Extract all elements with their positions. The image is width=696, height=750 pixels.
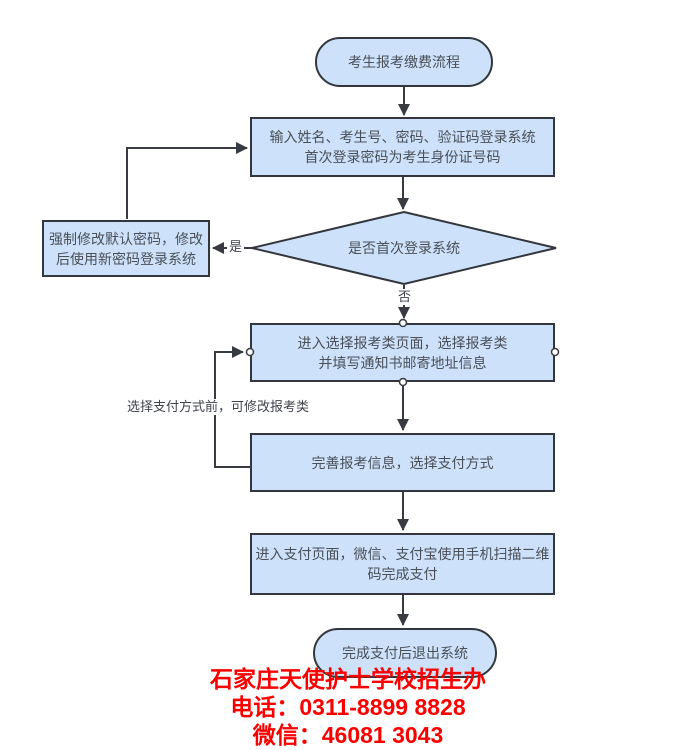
- select-category-line2: 并填写通知书邮寄地址信息: [318, 354, 487, 371]
- connection-point-right: [550, 347, 560, 357]
- payment-node: 进入支付页面，微信、支付宝使用手机扫描二维 码完成支付: [250, 533, 555, 595]
- connection-point-left: [245, 347, 255, 357]
- force-password-node: 强制修改默认密码，修改 后使用新密码登录系统: [42, 220, 210, 277]
- footer-wechat: 微信：46081 3043: [252, 722, 444, 748]
- login-node-line2: 首次登录密码为考生身份证号码: [304, 149, 501, 165]
- start-node: 考生报考缴费流程: [315, 37, 493, 87]
- modify-hint-label: 选择支付方式前，可修改报考类: [96, 399, 340, 415]
- footer-phone: 电话：0311-8899 8828: [230, 694, 466, 720]
- start-node-label: 考生报考缴费流程: [348, 54, 460, 70]
- force-password-line1: 强制修改默认密码，修改: [49, 230, 203, 247]
- connection-point-bottom: [398, 377, 408, 387]
- end-node-label: 完成支付后退出系统: [342, 645, 468, 661]
- decision-node-label: 是否首次登录系统: [348, 240, 460, 256]
- footer-school-name: 石家庄天使护士学校招生办: [210, 666, 486, 692]
- payment-node-line2: 码完成支付: [367, 566, 438, 582]
- no-branch-label: 否: [396, 289, 414, 305]
- payment-node-line1: 进入支付页面，微信、支付宝使用手机扫描二维: [255, 546, 550, 562]
- complete-info-node: 完善报考信息，选择支付方式: [250, 433, 555, 492]
- arrow-force-to-login: [126, 142, 248, 219]
- decision-diamond: [251, 210, 557, 286]
- login-node-line1: 输入姓名、考生号、密码、验证码登录系统: [269, 129, 536, 145]
- contact-footer: 石家庄天使护士学校招生办 电话：0311-8899 8828 微信：46081 …: [0, 665, 696, 749]
- select-category-line1: 进入选择报考类页面，选择报考类: [297, 334, 508, 351]
- login-node: 输入姓名、考生号、密码、验证码登录系统 首次登录密码为考生身份证号码: [250, 117, 555, 177]
- complete-info-label: 完善报考信息，选择支付方式: [311, 454, 494, 471]
- force-password-line2: 后使用新密码登录系统: [56, 250, 196, 267]
- yes-branch-label: 是: [227, 239, 245, 255]
- connection-point-top: [398, 318, 408, 328]
- end-node: 完成支付后退出系统: [313, 628, 497, 678]
